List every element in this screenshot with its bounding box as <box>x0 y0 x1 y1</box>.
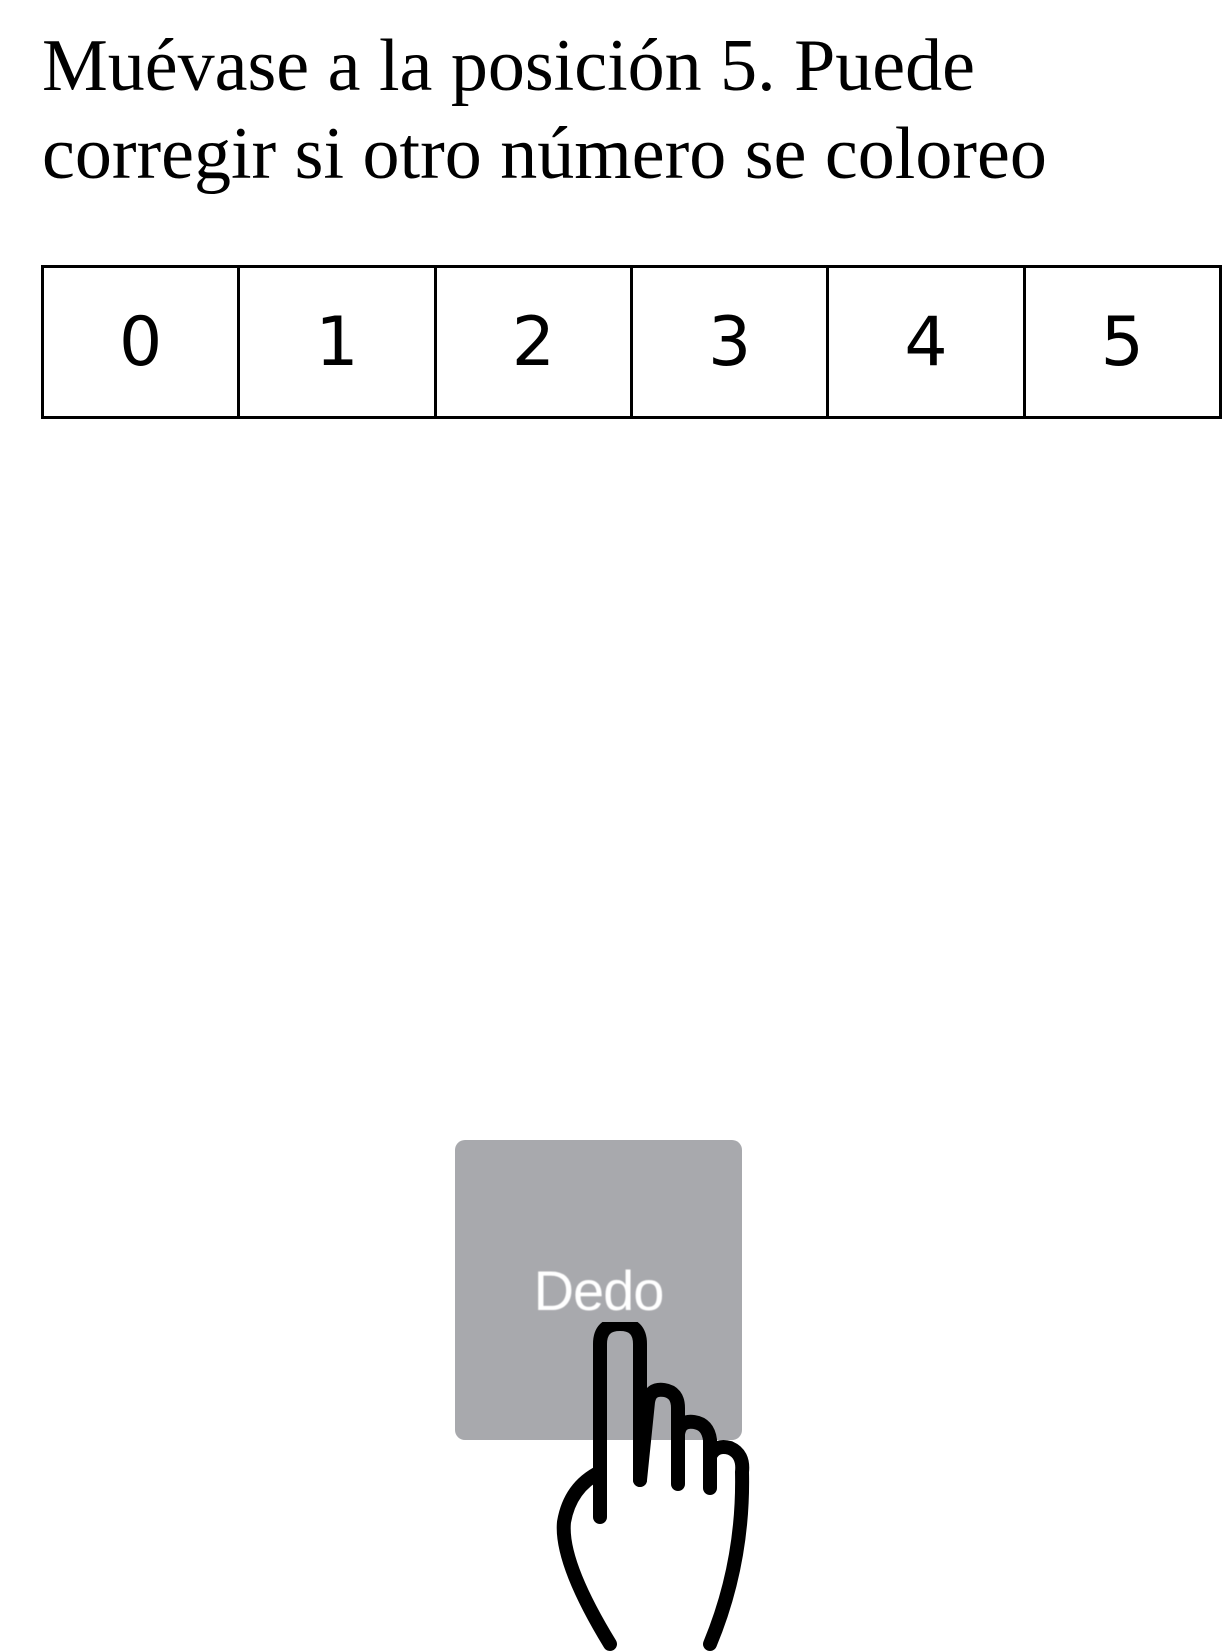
instruction-text: Muévase a la posición 5. Puede corregir … <box>42 22 1202 198</box>
number-cell-4[interactable]: 4 <box>829 268 1026 416</box>
number-cell-0[interactable]: 0 <box>44 268 241 416</box>
finger-button-label: Dedo <box>533 1259 665 1322</box>
instruction-line-2: corregir si otro número se coloreo <box>42 113 1047 195</box>
number-line: 0 1 2 3 4 5 <box>41 265 1222 419</box>
number-cell-2[interactable]: 2 <box>437 268 633 416</box>
instruction-line-1: Muévase a la posición 5. Puede <box>42 25 975 107</box>
finger-button[interactable]: Dedo <box>455 1140 742 1440</box>
number-cell-5[interactable]: 5 <box>1100 302 1144 382</box>
number-cell-3[interactable]: 3 <box>633 268 830 416</box>
number-cell-1[interactable]: 1 <box>240 268 437 416</box>
